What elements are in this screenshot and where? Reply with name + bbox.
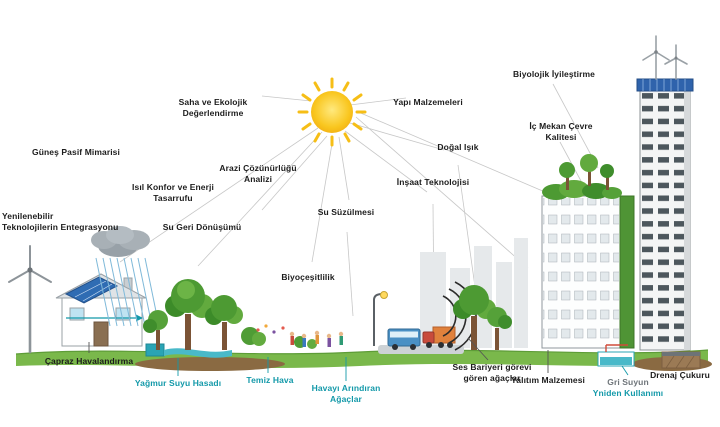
label-yagmur-suyu-hasadi: Yağmur Suyu Hasadı <box>134 378 222 388</box>
label-line: Yenilenebilir <box>2 211 54 221</box>
label-insaat-teknolojisi: İnşaat Teknolojisi <box>396 177 470 187</box>
wind-turbine-icon <box>8 245 52 354</box>
rain-cloud-icon <box>91 226 150 257</box>
label-ic-mekan-cevre-kalitesi: İç Mekan Çevre Kalitesi <box>529 121 593 143</box>
label-isil-konfor: Isıl Konfor ve Enerji Tasarrufu <box>132 182 214 204</box>
label-drenaj-cukuru: Drenaj Çukuru <box>650 370 710 380</box>
label-dogal-isik: Doğal Işık <box>437 142 479 152</box>
green-roof-building <box>541 154 635 349</box>
green-wall <box>619 195 635 349</box>
sun-icon <box>297 77 367 147</box>
rooftop-solar-panels <box>636 78 694 92</box>
label-gunes-pasif-mimarisi: Güneş Pasif Mimarisi <box>32 147 120 157</box>
cross-ventilation-arrow <box>66 314 143 322</box>
label-su-geri-donusumu: Su Geri Dönüşümü <box>162 222 242 232</box>
passive-house <box>55 273 147 347</box>
label-yenilenebilir-teknolojiler: Yenilenebilir Teknolojilerin Entegrasyon… <box>2 211 152 233</box>
street-lamp-icon <box>373 291 388 346</box>
label-gri-suyun: Gri Suyun Yniden Kullanımı <box>573 377 683 399</box>
bus-icon <box>387 328 421 350</box>
label-line: Gri Suyun <box>607 377 649 387</box>
grey-water-tank <box>597 344 635 367</box>
radiating-lines <box>119 83 599 319</box>
sound-barrier-trees <box>453 285 512 350</box>
drainage-pit <box>661 351 701 369</box>
people <box>289 330 344 347</box>
rooftop-wind-turbines <box>642 35 688 80</box>
connector-lines <box>88 337 629 381</box>
label-line: Teknolojilerin Entegrasyonu <box>2 222 119 233</box>
label-biyolojik-iyilestirme: Biyolojik İyileştirme <box>513 69 595 79</box>
label-yalitim-malzemesi: Yalıtım Malzemesi <box>511 375 585 385</box>
label-arazi-cozunurlugu: Arazi Çözünürlüğü Analizi <box>219 163 297 185</box>
label-saha-ekolojik: Saha ve Ekolojik Değerlendirme <box>178 97 248 119</box>
label-capraz-havalandirma: Çapraz Havalandırma <box>44 356 134 366</box>
roof-garden <box>542 154 622 200</box>
rainwater-harvest <box>145 343 232 358</box>
skyscraper <box>636 35 694 351</box>
label-temiz-hava: Temiz Hava <box>246 375 294 385</box>
label-havayi-arindiran: Havayı Arındıran Ağaçlar <box>311 383 381 405</box>
label-su-suzulmesi: Su Süzülmesi <box>317 207 375 217</box>
label-biyocesitlilik: Biyoçeşitlilik <box>281 272 335 282</box>
soil <box>135 357 285 371</box>
grey-water-pipe <box>605 344 628 352</box>
label-yapi-malzemeleri: Yapı Malzemeleri <box>393 97 463 107</box>
label-line: Yniden Kullanımı <box>592 388 664 399</box>
solar-panel-icon <box>64 276 119 304</box>
rain <box>95 257 160 327</box>
flowers <box>256 324 285 334</box>
park-trees <box>143 279 317 350</box>
label-ses-bariyeri: Ses Bariyeri görevi gören ağaçlar <box>452 362 532 384</box>
